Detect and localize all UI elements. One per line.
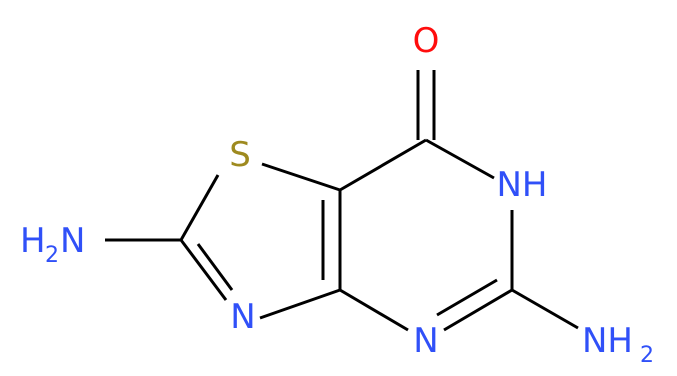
bond-c2-n3 bbox=[179, 239, 228, 301]
bond-c7-n6 bbox=[425, 138, 495, 180]
bond-c5-n4 bbox=[443, 288, 513, 332]
bond-n4-c3a bbox=[339, 288, 409, 332]
amine-left-subscript: 2 bbox=[45, 243, 59, 268]
atom-oxygen: O bbox=[413, 21, 440, 61]
bond-c7a-s bbox=[261, 162, 341, 192]
amine-left-group: H 2 N bbox=[20, 221, 85, 268]
bond-s-c2 bbox=[179, 174, 220, 241]
bond-c5-n4-second bbox=[436, 278, 498, 317]
atom-ring-nh: NH bbox=[497, 165, 548, 205]
amine-left-h: H bbox=[20, 221, 46, 261]
bond-c2-n3-second bbox=[196, 243, 234, 291]
bond-c7-c7a bbox=[339, 138, 427, 192]
atom-pyrimidine-n: N bbox=[413, 321, 438, 361]
amine-right-subscript: 2 bbox=[640, 343, 654, 368]
amine-right-group: NH 2 bbox=[582, 321, 654, 368]
bond-n3-c3a bbox=[259, 288, 341, 320]
atom-labels: O S NH N N H 2 N NH 2 bbox=[20, 21, 654, 368]
amine-right-nh: NH bbox=[582, 321, 633, 361]
bonds bbox=[105, 70, 579, 332]
atom-thiazole-n: N bbox=[230, 297, 255, 337]
atom-sulfur: S bbox=[229, 135, 251, 175]
bond-c5-nh2 bbox=[511, 288, 579, 330]
amine-left-n: N bbox=[60, 221, 85, 261]
